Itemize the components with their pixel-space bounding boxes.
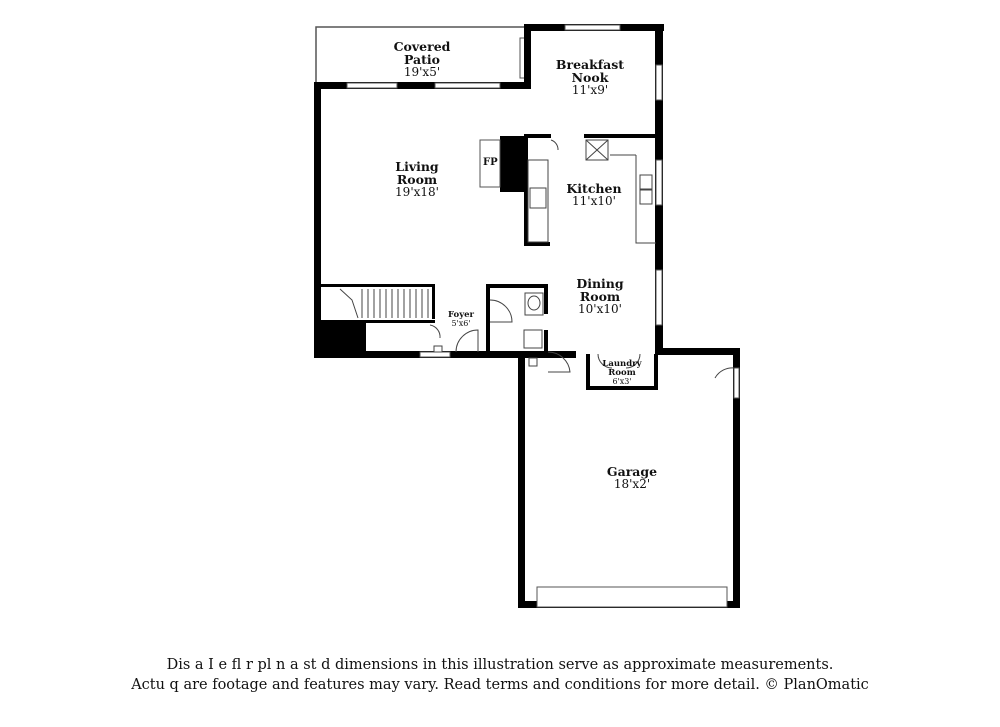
pantry-icon bbox=[585, 139, 609, 161]
windows bbox=[346, 24, 740, 608]
fireplace bbox=[500, 136, 526, 192]
foyer-label: Foyer 5'x6' bbox=[447, 310, 475, 328]
dining-room-label: Dining Room 10'x10' bbox=[576, 276, 624, 317]
disclaimer-line-2: Actu q are footage and features may vary… bbox=[131, 677, 869, 693]
stair-landing bbox=[316, 320, 366, 358]
fireplace-label: FP bbox=[483, 157, 498, 168]
floor-plan-drawing bbox=[314, 24, 740, 608]
covered-patio-label: Covered Patio 19'x5' bbox=[393, 39, 451, 80]
disclaimer-text: Dis a I e fl r pl n a st d dimensions in… bbox=[0, 655, 1000, 695]
breakfast-nook-label: Breakfast Nook 11'x9' bbox=[555, 57, 625, 98]
staircase bbox=[339, 288, 429, 319]
stove-icon bbox=[529, 187, 547, 209]
door-swings bbox=[429, 139, 736, 379]
garage-label: Garage 18'x2' bbox=[606, 464, 658, 492]
sink-icon bbox=[639, 174, 653, 205]
disclaimer-line-1: Dis a I e fl r pl n a st d dimensions in… bbox=[166, 657, 834, 673]
laundry-room-label: Laundry Room 6'x3' bbox=[602, 359, 642, 386]
kitchen-label: Kitchen 11'x10' bbox=[566, 181, 622, 209]
exterior-walls bbox=[314, 24, 740, 608]
living-room-label: Living Room 19'x18' bbox=[395, 159, 439, 200]
half-bath-fixtures bbox=[523, 292, 544, 349]
small-fixtures bbox=[433, 345, 538, 367]
fireplace-hearth bbox=[479, 139, 501, 188]
